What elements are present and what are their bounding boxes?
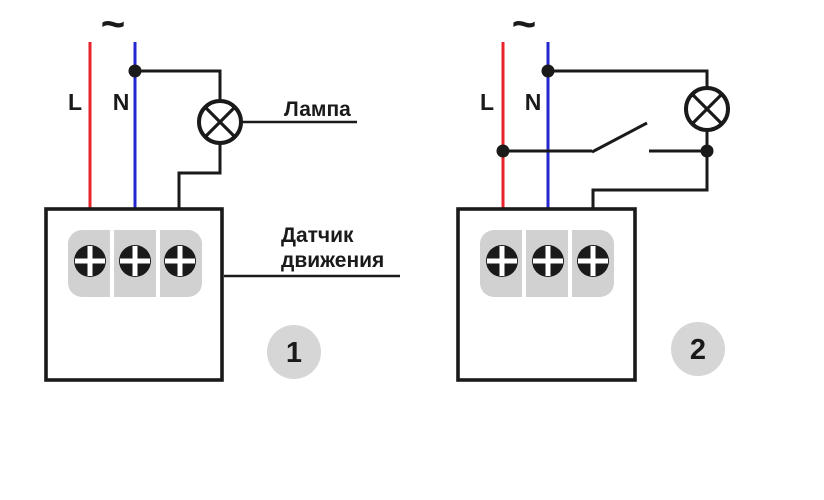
- screw-terminal-icon: [577, 245, 609, 277]
- screw-terminal-icon: [532, 245, 564, 277]
- sensor-label-line1: Датчик: [281, 224, 354, 247]
- junction-dot: [541, 64, 555, 78]
- screw-terminal-icon: [486, 245, 518, 277]
- live-wire-label: L: [68, 89, 82, 115]
- ac-supply-symbol: ~: [101, 0, 126, 47]
- junction-dot: [496, 144, 510, 158]
- lamp-icon: [684, 86, 730, 132]
- terminal-strip: [480, 230, 614, 297]
- diagram-2: ~ L N: [456, 0, 730, 382]
- screw-terminal-icon: [74, 245, 106, 277]
- neutral-to-lamp-wire: [548, 69, 709, 88]
- step-badge-1: 1: [267, 325, 321, 379]
- step-badge-number: 1: [286, 337, 302, 369]
- switch-icon: [503, 121, 707, 154]
- diagram-1: ~ L N Лампа: [44, 0, 400, 382]
- step-badge-number: 2: [690, 334, 706, 366]
- step-badge-2: 2: [671, 322, 725, 376]
- screw-terminal-icon: [164, 245, 196, 277]
- sensor-label-line2: движения: [281, 249, 384, 272]
- neutral-wire-label: N: [525, 89, 542, 115]
- neutral-wire-label: N: [113, 89, 130, 115]
- screw-terminal-icon: [119, 245, 151, 277]
- live-wire-label: L: [480, 89, 494, 115]
- lamp-icon: [197, 99, 243, 145]
- junction-dot: [128, 64, 142, 78]
- lamp-label: Лампа: [284, 98, 351, 121]
- neutral-to-lamp-wire: [135, 69, 222, 101]
- switch-blade: [591, 121, 648, 154]
- terminal-strip: [68, 230, 202, 297]
- ac-supply-symbol: ~: [512, 0, 537, 47]
